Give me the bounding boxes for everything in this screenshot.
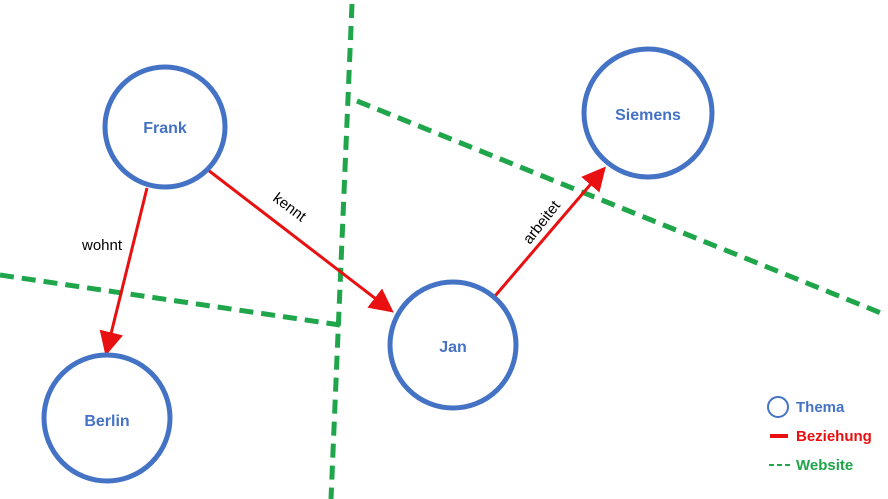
node-berlin[interactable] [41,352,173,484]
node-label-siemens: Siemens [615,107,681,124]
website-boundary-left [0,272,341,328]
website-boundary-right [356,98,887,318]
node-label-berlin: Berlin [84,413,129,430]
legend-website: Website [796,457,853,474]
edge-frank-berlin [99,187,149,356]
legend-beziehung: Beziehung [796,428,872,445]
node-label-frank: Frank [143,120,187,137]
legend-thema: Thema [796,399,845,416]
node-label-jan: Jan [439,339,467,356]
edge-frank-jan [207,168,394,313]
node-frank[interactable] [102,64,228,190]
node-siemens[interactable] [581,46,715,180]
edge-jan-siemens [493,166,606,297]
legend: Thema Beziehung Website [767,396,872,474]
node-jan[interactable] [387,279,519,411]
legend-circle-icon [767,396,789,418]
edge-label-wohnt: wohnt [81,237,123,254]
website-boundary-vertical [328,3,355,499]
